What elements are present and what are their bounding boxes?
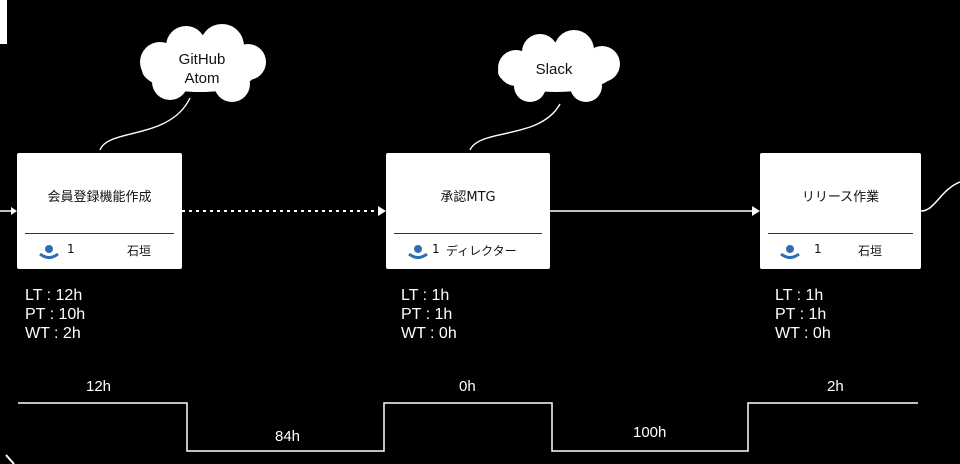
person-icon [39,245,59,259]
timeline-wave [18,402,918,452]
corner-mark [0,0,7,44]
process-footer-2: 1 ディレクター [386,237,550,269]
lead-time-1: LT : 12h [25,287,83,304]
cloud-connector-1 [99,97,191,151]
flow-arrow-head [752,206,760,216]
person-icon [780,245,800,259]
timeline-high-label-1: 12h [86,378,112,395]
operator-count-3: 1 [814,242,822,256]
wait-time-3: WT : 0h [775,325,831,342]
process-time-1: PT : 10h [25,306,86,323]
process-divider-3 [768,233,913,234]
process-box-2: 承認MTG 1 ディレクター [386,153,550,269]
process-metrics-3: LT : 1h PT : 1h WT : 0h [775,286,831,343]
cloud-label-1: GitHub Atom [160,50,244,88]
operator-role-2: ディレクター [446,244,517,258]
cloud-label-1-line1: GitHub [178,51,226,68]
process-time-3: PT : 1h [775,306,827,323]
incoming-arrow-head [11,207,17,215]
person-icon [408,245,428,259]
process-box-1: 会員登録機能作成 1 石垣 [17,153,182,269]
timeline-low-label-2: 100h [633,424,667,441]
cloud-shape-2 [498,30,620,102]
process-divider-1 [25,233,174,234]
process-title-1: 会員登録機能作成 [47,189,152,205]
process-metrics-2: LT : 1h PT : 1h WT : 0h [401,286,457,343]
process-footer-3: 1 石垣 [760,237,921,269]
process-title-2: 承認MTG [440,189,496,205]
process-title-3: リリース作業 [801,189,880,205]
outgoing-curve [920,181,960,212]
cloud-label-2: Slack [512,60,596,79]
lead-time-3: LT : 1h [775,287,824,304]
process-divider-2 [394,233,542,234]
cloud-shape-1 [140,24,266,102]
timeline-low-label-1: 84h [275,428,301,445]
chevron-right-icon [5,454,15,464]
push-arrow-head [378,206,386,216]
process-time-2: PT : 1h [401,306,453,323]
process-box-3: リリース作業 1 石垣 [760,153,921,269]
lead-time-2: LT : 1h [401,287,450,304]
process-metrics-1: LT : 12h PT : 10h WT : 2h [25,286,85,343]
wait-time-1: WT : 2h [25,325,81,342]
cloud-label-1-line2: Atom [184,70,220,87]
operator-count-1: 1 [67,242,75,256]
operator-role-1: 石垣 [127,244,152,258]
wait-time-2: WT : 0h [401,325,457,342]
operator-count-2: 1 [432,242,440,256]
timeline-high-label-2: 0h [459,378,476,395]
cloud-connector-2 [469,103,561,151]
cloud-label-2-line1: Slack [535,61,573,78]
operator-role-3: 石垣 [858,244,883,258]
process-footer-1: 1 石垣 [17,237,182,269]
timeline-high-label-3: 2h [827,378,844,395]
